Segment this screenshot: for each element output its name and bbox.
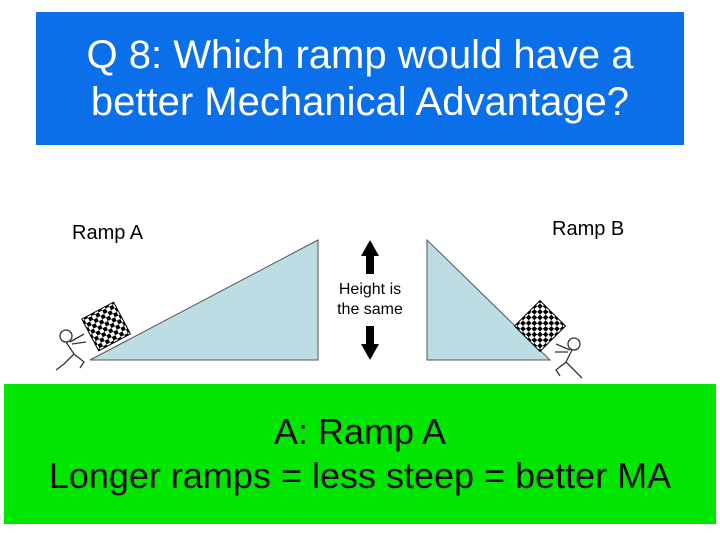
- pushing-figure-a-icon: [55, 329, 87, 371]
- answer-banner: A: Ramp A Longer ramps = less steep = be…: [4, 384, 716, 524]
- height-note-line-1: Height is: [338, 281, 402, 298]
- height-up-arrow-icon: [361, 240, 379, 274]
- question-line-1: Q 8: Which ramp would have a: [86, 32, 634, 77]
- ramp-a-triangle: [89, 239, 319, 361]
- ramp-a-box: [81, 301, 132, 352]
- height-down-arrow-icon: [361, 326, 379, 360]
- pushing-figure-b-icon: [555, 337, 583, 379]
- height-note: Height is the same: [326, 280, 414, 320]
- answer-line-1: A: Ramp A: [273, 411, 447, 452]
- question-line-2: better Mechanical Advantage?: [90, 79, 630, 124]
- ramp-a-label: Ramp A: [72, 222, 144, 244]
- ramp-b-box: [513, 299, 567, 353]
- height-note-line-2: the same: [337, 301, 403, 318]
- answer-line-2: Longer ramps = less steep = better MA: [48, 455, 672, 496]
- ramp-b-label: Ramp B: [552, 218, 625, 240]
- question-banner: Q 8: Which ramp would have a better Mech…: [36, 12, 684, 145]
